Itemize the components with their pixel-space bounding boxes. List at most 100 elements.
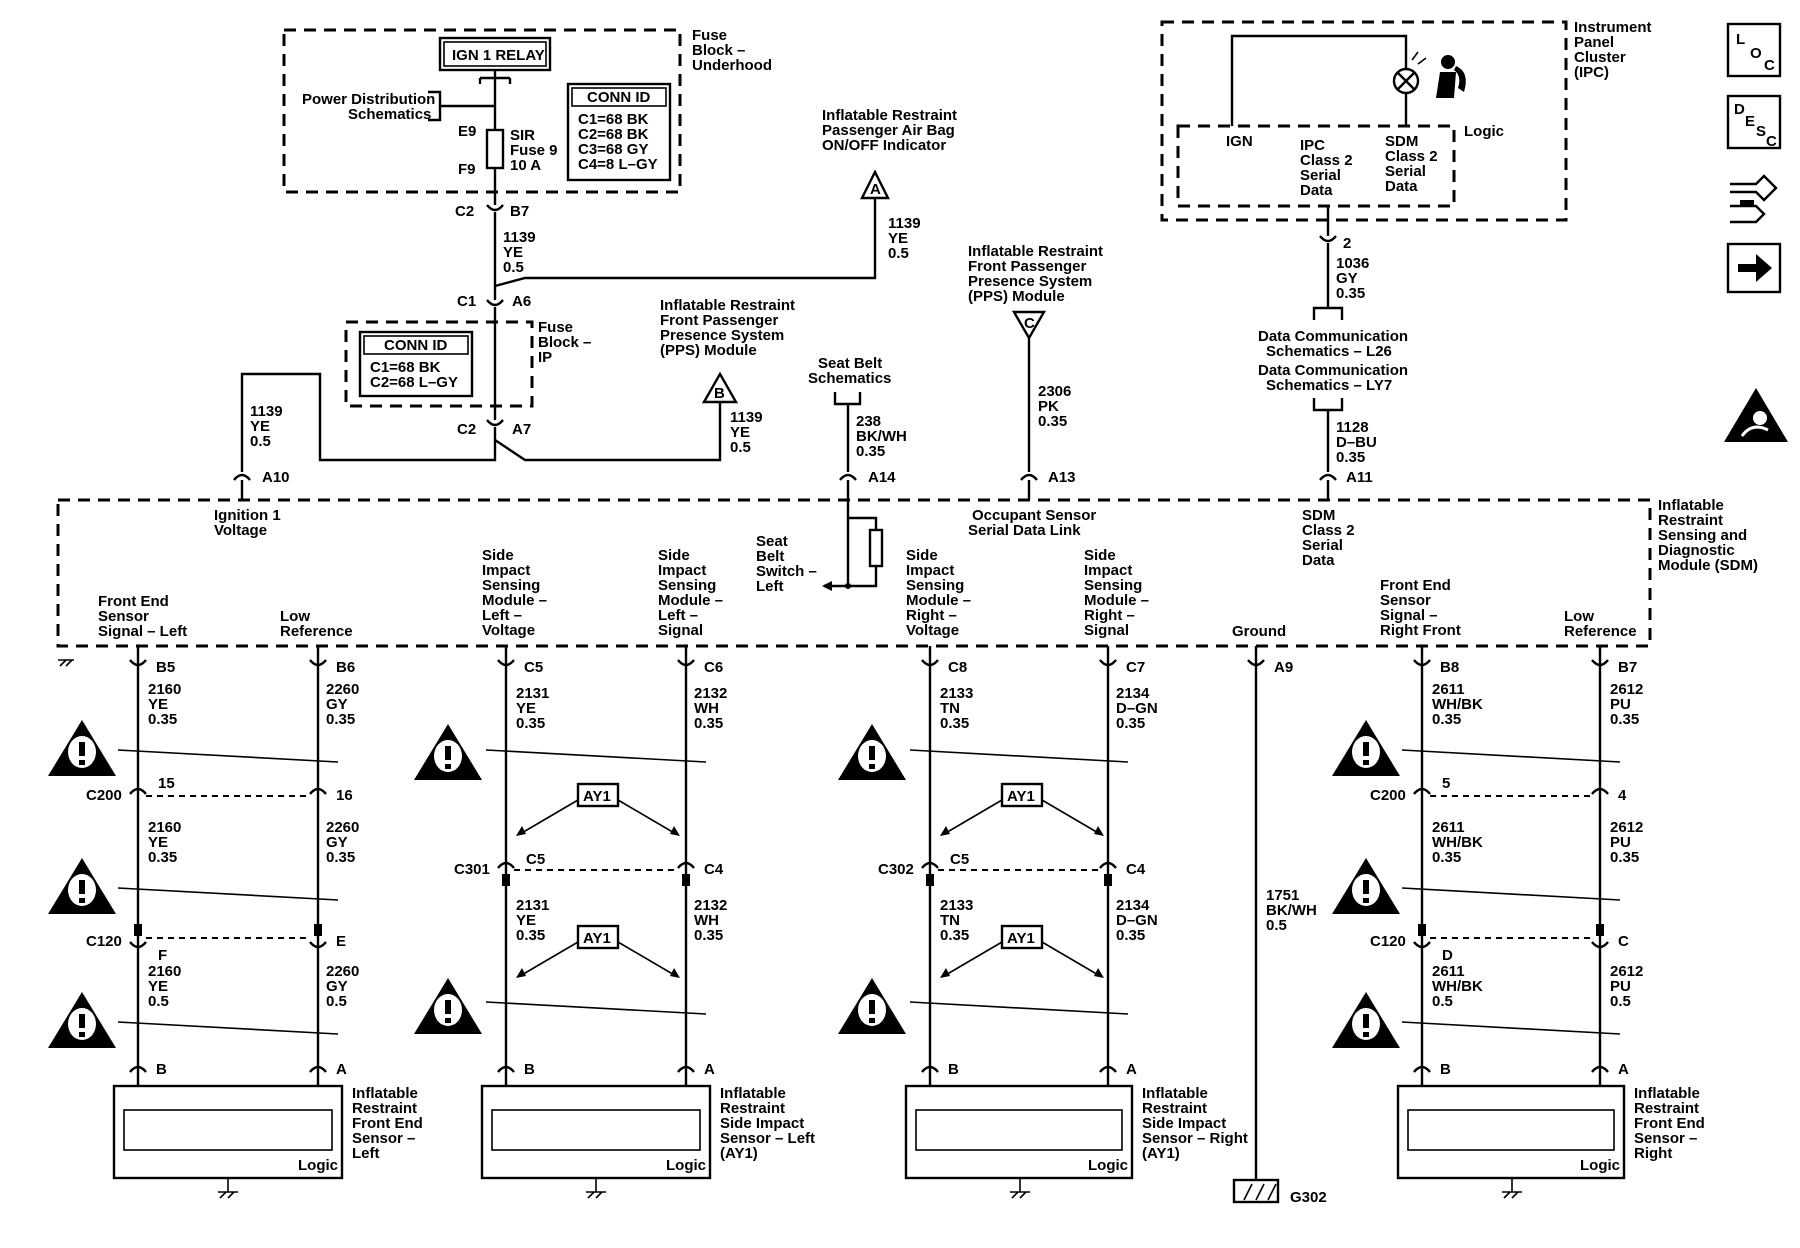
svg-text:Left –: Left – xyxy=(658,607,698,624)
data-comm-label: Data Communication Schematics – L26 Data… xyxy=(1258,328,1408,394)
ay1-callout-left-1: AY1 xyxy=(516,782,680,836)
svg-text:D: D xyxy=(1734,101,1745,118)
svg-text:Restraint: Restraint xyxy=(352,1100,417,1117)
svg-text:WH: WH xyxy=(694,700,719,717)
svg-text:C4: C4 xyxy=(704,861,724,878)
svg-text:0.35: 0.35 xyxy=(1610,711,1639,728)
svg-text:Logic: Logic xyxy=(1580,1157,1620,1174)
svg-text:Seat: Seat xyxy=(756,533,788,550)
connector-c2-a7: C2 A7 xyxy=(457,419,531,438)
svg-text:GY: GY xyxy=(326,834,348,851)
svg-text:Sensing: Sensing xyxy=(658,577,716,594)
svg-text:2133: 2133 xyxy=(940,897,973,914)
fuse-label-1: SIR xyxy=(510,127,535,144)
svg-text:0.35: 0.35 xyxy=(694,927,723,944)
warning-icons xyxy=(48,720,1400,1048)
airbag-service-icon xyxy=(1724,388,1788,442)
svg-text:B: B xyxy=(524,1061,535,1078)
sis-lv-label: Side Impact Sensing Module – Left – Volt… xyxy=(482,547,547,639)
svg-text:Front Passenger: Front Passenger xyxy=(968,258,1087,275)
svg-text:Schematics: Schematics xyxy=(808,370,891,387)
wire-238: 238 BK/WH 0.35 xyxy=(856,413,907,460)
connector-views-icon[interactable] xyxy=(1730,174,1778,224)
svg-text:2: 2 xyxy=(1343,235,1351,252)
svg-text:C301: C301 xyxy=(454,861,490,878)
svg-text:Sensor –: Sensor – xyxy=(352,1130,415,1147)
fuse-block-underhood: Fuse Block – Underhood IGN 1 RELAY Power… xyxy=(282,27,772,194)
connector-c1-a6: C1 A6 xyxy=(457,293,531,310)
svg-text:0.5: 0.5 xyxy=(148,993,169,1010)
svg-text:0.35: 0.35 xyxy=(940,715,969,732)
svg-text:Logic: Logic xyxy=(298,1157,338,1174)
desc-icon[interactable]: D E S C xyxy=(1726,94,1782,150)
svg-text:2132: 2132 xyxy=(694,685,727,702)
svg-text:C200: C200 xyxy=(86,787,122,804)
svg-text:Signal: Signal xyxy=(1084,622,1129,639)
svg-text:C2: C2 xyxy=(457,421,476,438)
svg-text:2612: 2612 xyxy=(1610,963,1643,980)
svg-text:D: D xyxy=(1442,947,1453,964)
ground-g302: G302 xyxy=(1232,1178,1327,1206)
svg-text:2160: 2160 xyxy=(148,681,181,698)
connector-a13: A13 xyxy=(1020,469,1076,486)
svg-text:Serial: Serial xyxy=(1302,537,1343,554)
low-ref-1-label: Low Reference xyxy=(280,608,353,640)
svg-text:Module (SDM): Module (SDM) xyxy=(1658,557,1758,574)
svg-text:Right –: Right – xyxy=(906,607,957,624)
fe-right-label: Front End Sensor Signal – Right Front xyxy=(1380,577,1461,639)
svg-text:Data Communication: Data Communication xyxy=(1258,328,1408,345)
svg-text:Left: Left xyxy=(352,1145,380,1162)
svg-text:Passenger Air Bag: Passenger Air Bag xyxy=(822,122,955,139)
col-d-wire-labels: 2611 WH/BK 0.35 2612 PU 0.35 2611 WH/BK … xyxy=(1432,681,1643,1010)
conn-id-underhood-line-4: C4=8 L–GY xyxy=(578,156,658,173)
occupant-sensor-label: Occupant Sensor Serial Data Link xyxy=(968,507,1096,539)
svg-text:AY1: AY1 xyxy=(583,930,611,947)
svg-text:C6: C6 xyxy=(704,659,723,676)
pps-c-label: Inflatable Restraint Front Passenger Pre… xyxy=(968,243,1103,305)
svg-text:Ignition 1: Ignition 1 xyxy=(214,507,281,524)
svg-text:C2=68 L–GY: C2=68 L–GY xyxy=(370,374,458,391)
svg-text:Data: Data xyxy=(1385,178,1418,195)
svg-text:Presence System: Presence System xyxy=(968,273,1092,290)
connector-ipc-2: 2 xyxy=(1319,235,1351,252)
wire-2306: 2306 PK 0.35 xyxy=(1038,383,1071,430)
svg-text:1139: 1139 xyxy=(730,409,763,426)
svg-text:A9: A9 xyxy=(1274,659,1293,676)
sir-fuse-9 xyxy=(485,128,505,170)
next-arrow-icon[interactable] xyxy=(1726,242,1782,294)
svg-text:Signal: Signal xyxy=(658,622,703,639)
connector-c200-right: C200 5 4 xyxy=(1370,775,1627,804)
sensor-side-right: Logic Inflatable Restraint Side Impact S… xyxy=(904,1084,1248,1199)
svg-text:4: 4 xyxy=(1618,787,1627,804)
svg-text:(PPS) Module: (PPS) Module xyxy=(968,288,1065,305)
svg-text:0.5: 0.5 xyxy=(503,259,524,276)
loc-icon[interactable]: L O C xyxy=(1726,22,1782,78)
connector-c120-left: C120 F E xyxy=(86,924,346,964)
ground-label: Ground xyxy=(1232,623,1286,640)
connector-a11: A11 xyxy=(1319,469,1373,486)
offpage-a: A xyxy=(860,169,890,200)
vertical-wires xyxy=(136,646,1602,1180)
sensor-connectors: B A B A B A B A xyxy=(129,1061,1629,1078)
warning-icon xyxy=(48,992,116,1048)
offpage-c: C xyxy=(1011,310,1047,341)
wire-1139-b: 1139 YE 0.5 xyxy=(730,409,763,456)
conn-id-ip xyxy=(358,330,474,398)
svg-text:0.35: 0.35 xyxy=(516,927,545,944)
svg-text:Module –: Module – xyxy=(482,592,547,609)
connector-c301: C301 C5 C4 xyxy=(454,851,724,886)
svg-text:C4: C4 xyxy=(1126,861,1146,878)
svg-text:E: E xyxy=(336,933,346,950)
col-b-wire-labels: 2131 YE 0.35 2132 WH 0.35 2131 YE 0.35 2… xyxy=(516,685,727,944)
svg-text:YE: YE xyxy=(888,230,908,247)
svg-text:S: S xyxy=(1756,123,1766,140)
col-a-wire-labels: 2160 YE 0.35 2260 GY 0.35 2160 YE 0.35 2… xyxy=(148,681,359,1010)
svg-text:Reference: Reference xyxy=(1564,623,1637,640)
svg-text:Low: Low xyxy=(1564,608,1594,625)
warning-icon xyxy=(1332,858,1400,914)
svg-text:Left: Left xyxy=(756,578,784,595)
svg-text:Front End: Front End xyxy=(98,593,169,610)
svg-text:Impact: Impact xyxy=(482,562,530,579)
svg-text:Inflatable Restraint: Inflatable Restraint xyxy=(822,107,957,124)
